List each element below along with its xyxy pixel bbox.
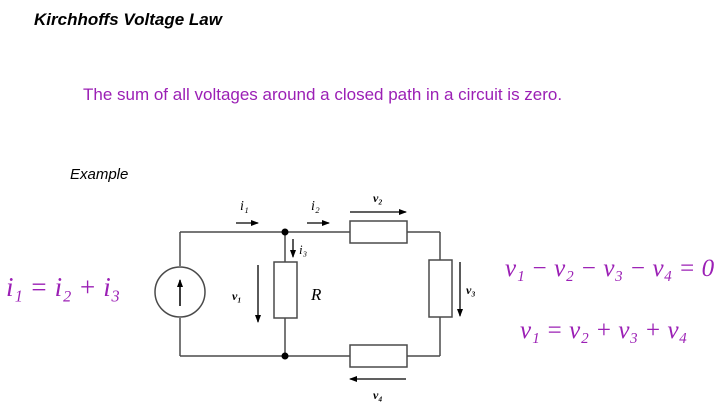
i3-label: i₃: [299, 242, 307, 257]
page-title: Kirchhoffs Voltage Law: [34, 10, 222, 29]
circuit-wires: [179, 231, 441, 357]
kvl-rearranged-equation: v₁ = v₂ + v₃ + v₄: [520, 317, 688, 344]
node-bottom: [281, 352, 289, 360]
resistor-v4: [349, 344, 408, 368]
current-equation: i₁ = i₂ + i₃: [6, 272, 121, 302]
i1-label: i₁: [240, 199, 249, 214]
v3-label: v₃: [466, 283, 476, 297]
i2-label: i₂: [311, 199, 320, 214]
v1-label: v₁: [232, 289, 242, 303]
resistor-r: [273, 261, 298, 319]
resistor-v2: [349, 220, 408, 244]
law-statement: The sum of all voltages around a closed …: [83, 85, 563, 104]
resistor-v3: [428, 259, 453, 318]
kvl-sum-equation: v₁ − v₂ − v₃ − v₄ = 0: [505, 255, 715, 282]
v2-label: v₂: [373, 191, 383, 205]
example-label: Example: [70, 166, 129, 183]
resistor-r-label: R: [310, 285, 322, 304]
v4-label: v₄: [373, 388, 383, 402]
node-top: [281, 228, 289, 236]
current-source: [154, 266, 206, 318]
